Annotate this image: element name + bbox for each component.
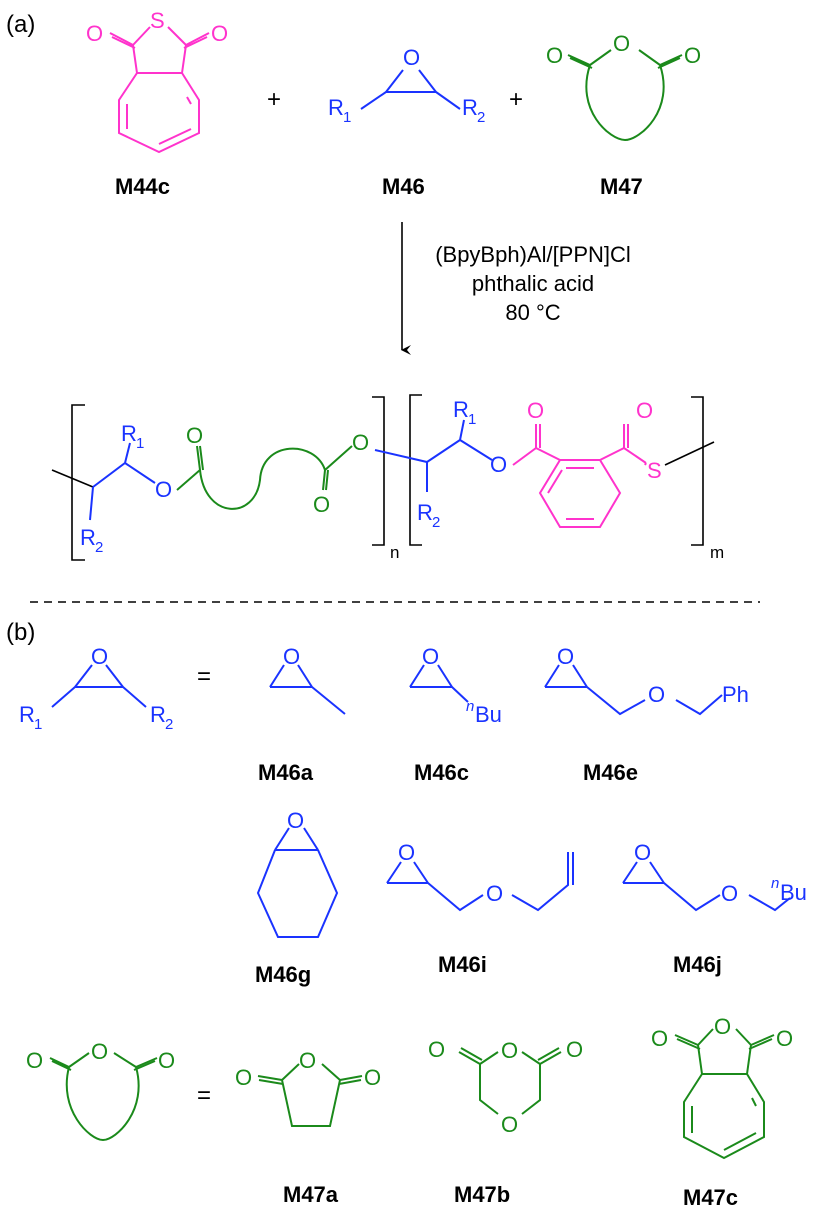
M46j-Bu: Bu [780, 880, 807, 905]
epoxide-M46a: O [269, 644, 346, 715]
polymer-O-carbonyl-4: O [636, 398, 653, 423]
generic-epoxide-R1-sub: 1 [34, 716, 42, 733]
compound-label-M46e: M46e [583, 760, 638, 785]
equals-sign-1: = [197, 663, 211, 690]
M46e-O-ring: O [557, 644, 574, 669]
compound-label-M47b: M47b [454, 1182, 510, 1207]
thioanhydride-M44c: S O O [86, 8, 228, 154]
M47c-O-right: O [776, 1026, 793, 1051]
generic-epoxide-O: O [91, 644, 108, 669]
M47b-O-right: O [566, 1037, 583, 1062]
epoxide-R2: R [462, 95, 478, 120]
polymer-O-ester-1: O [155, 477, 172, 502]
plus-sign-2: + [509, 86, 523, 113]
generic-anhydride-O-ring: O [91, 1039, 108, 1064]
generic-epoxide: O R 1 R 2 [19, 644, 173, 733]
compound-label-M46c: M46c [414, 760, 469, 785]
polymer-R1-b-sub: 1 [468, 411, 476, 428]
M46j-O-ring: O [634, 840, 651, 865]
epoxide-M46i: O O [386, 840, 574, 912]
polymer-O-carbonyl-3: O [527, 398, 544, 423]
thioanhydride-O-left: O [86, 21, 103, 46]
M46j-n: n [771, 875, 779, 892]
anhydride-O-right: O [684, 43, 701, 68]
compound-label-M46g: M46g [255, 962, 311, 987]
epoxide-M46c: O n Bu [409, 644, 502, 727]
epoxide-M46e: O O Ph [544, 644, 749, 716]
compound-label-M47a: M47a [283, 1182, 339, 1207]
polymer-O-carbonyl-1: O [186, 423, 203, 448]
anhydride-M47b: O O O O [428, 1037, 583, 1137]
polymer-S: S [647, 458, 662, 483]
polymer-R1-b: R [453, 397, 469, 422]
epoxide-O: O [403, 45, 420, 70]
polymer-R2-b-sub: 2 [432, 514, 440, 531]
M46c-O: O [422, 644, 439, 669]
condition-catalyst: (BpyBph)Al/[PPN]Cl [435, 242, 631, 267]
compound-label-M46i: M46i [438, 952, 487, 977]
epoxide-M46j: O O n Bu [622, 840, 807, 912]
generic-anhydride-O-right: O [158, 1048, 175, 1073]
M46g-O: O [287, 808, 304, 833]
anhydride-O-left: O [546, 43, 563, 68]
M46c-n: n [466, 698, 474, 715]
condition-temperature: 80 °C [505, 300, 560, 325]
M47b-O-ring-top: O [501, 1038, 518, 1063]
M46i-O-ring: O [398, 840, 415, 865]
M46c-Bu: Bu [475, 702, 502, 727]
M46a-O: O [283, 644, 300, 669]
compound-label-M47c: M47c [683, 1185, 738, 1210]
thioanhydride-S: S [150, 8, 165, 33]
equals-sign-2: = [197, 1082, 211, 1109]
compound-label-M44c: M44c [115, 174, 170, 199]
polymer-subscript-m: m [710, 543, 724, 562]
compound-label-M46a: M46a [258, 760, 314, 785]
plus-sign-1: + [267, 86, 281, 113]
M46e-Ph: Ph [722, 682, 749, 707]
M47c-O-ring: O [714, 1014, 731, 1039]
polymer-R1-a: R [121, 421, 137, 446]
compound-label-M46: M46 [382, 174, 425, 199]
anhydride-O-ring: O [613, 31, 630, 56]
M47a-O-right: O [364, 1065, 381, 1090]
M46i-O-ether: O [486, 881, 503, 906]
compound-label-M47: M47 [600, 174, 643, 199]
thioanhydride-O-right: O [211, 21, 228, 46]
generic-anhydride-O-left: O [26, 1048, 43, 1073]
generic-epoxide-R2-sub: 2 [165, 716, 173, 733]
compound-label-M46j: M46j [673, 952, 722, 977]
M47a-O-ring: O [299, 1048, 316, 1073]
M47a-O-left: O [235, 1065, 252, 1090]
generic-anhydride: O O O [26, 1039, 175, 1142]
polymer-product: n R 1 R 2 O O O O m R 1 R 2 O O O S [51, 394, 724, 562]
M46e-O-ether: O [648, 682, 665, 707]
polymer-R2-a-sub: 2 [95, 539, 103, 556]
polymer-O-ester-2: O [352, 430, 369, 455]
epoxide-M46: O R 1 R 2 [328, 45, 485, 126]
anhydride-M47a: O O O [235, 1048, 381, 1127]
epoxide-M46g: O [256, 808, 339, 938]
condition-additive: phthalic acid [472, 271, 594, 296]
generic-epoxide-R1: R [19, 702, 35, 727]
polymer-O-carbonyl-2: O [313, 492, 330, 517]
M46j-O-ether: O [721, 881, 738, 906]
epoxide-R2-sub: 2 [477, 109, 485, 126]
polymer-R1-a-sub: 1 [136, 435, 144, 452]
generic-epoxide-R2: R [150, 702, 166, 727]
polymer-O-ester-3: O [490, 452, 507, 477]
polymer-R2-a: R [80, 525, 96, 550]
polymer-subscript-n: n [390, 543, 399, 562]
M47b-O-left: O [428, 1037, 445, 1062]
panel-a-label: (a) [6, 11, 35, 38]
panel-b-label: (b) [6, 619, 35, 646]
epoxide-R1-sub: 1 [343, 109, 351, 126]
M47c-O-left: O [651, 1026, 668, 1051]
epoxide-R1: R [328, 95, 344, 120]
anhydride-M47: O O O [546, 31, 701, 142]
anhydride-M47c: O O O [651, 1014, 793, 1160]
M47b-O-ring-bottom: O [501, 1112, 518, 1137]
polymer-R2-b: R [417, 500, 433, 525]
